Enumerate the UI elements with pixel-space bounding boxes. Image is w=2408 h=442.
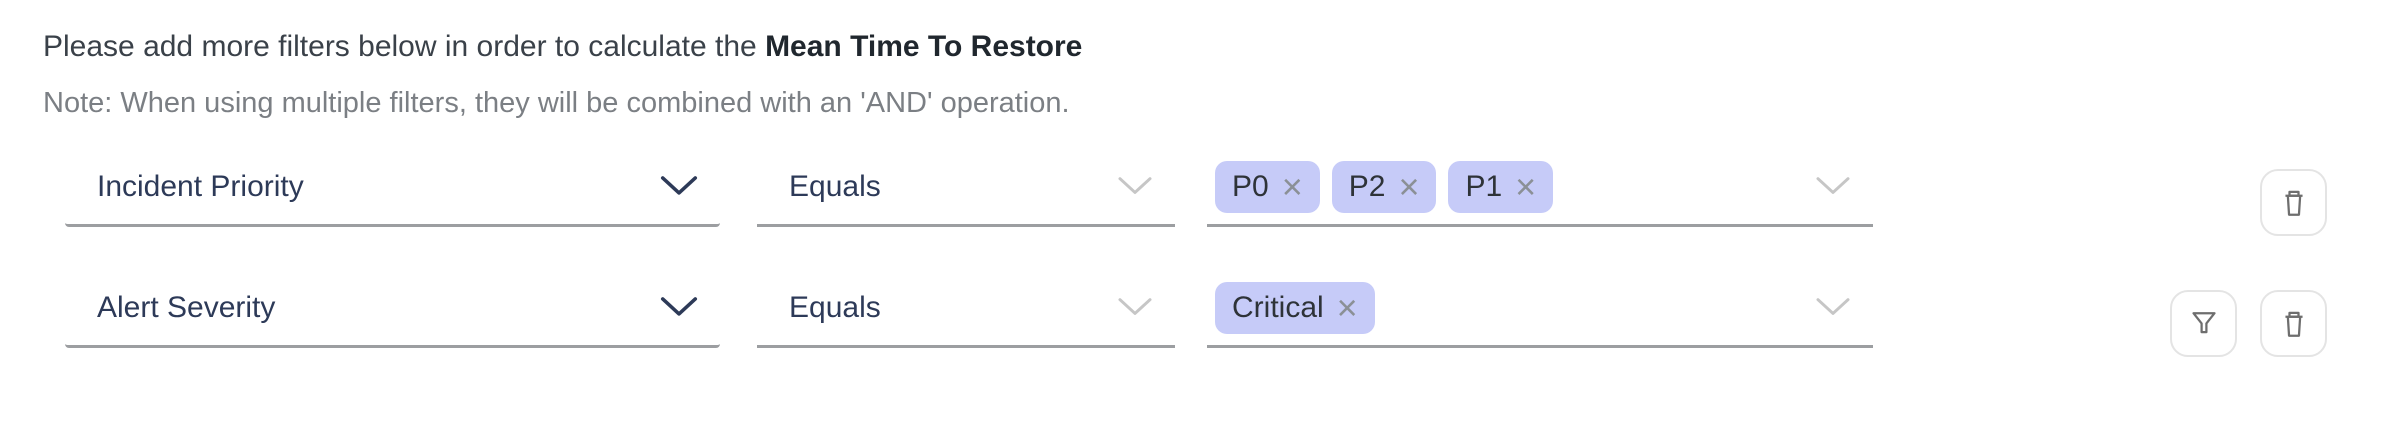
- apply-filter-button[interactable]: [2170, 290, 2237, 357]
- note-text: Note: When using multiple filters, they …: [43, 87, 1070, 119]
- selected-values: Critical ×: [1215, 281, 1375, 334]
- row-actions: [2260, 169, 2327, 236]
- remove-tag-icon[interactable]: ×: [1515, 165, 1537, 207]
- operator-select[interactable]: Equals: [757, 149, 1175, 227]
- value-tag: P0 ×: [1215, 160, 1320, 213]
- operator-select-value: Equals: [789, 169, 881, 203]
- delete-filter-button[interactable]: [2260, 290, 2327, 357]
- selected-values: P0 × P2 × P1 ×: [1215, 160, 1554, 213]
- chevron-down-icon: [660, 175, 698, 197]
- remove-tag-icon[interactable]: ×: [1398, 165, 1420, 207]
- row-actions: [2170, 290, 2327, 357]
- values-multiselect[interactable]: Critical ×: [1207, 270, 1873, 348]
- instruction-prefix: Please add more filters below in order t…: [43, 30, 766, 63]
- value-tag-label: P0: [1232, 169, 1269, 203]
- attribute-select[interactable]: Alert Severity: [65, 270, 720, 348]
- filter-list: Incident Priority Equals: [65, 149, 2408, 357]
- chevron-down-icon: [1815, 176, 1851, 196]
- filter-icon: [2186, 306, 2222, 342]
- value-tag: P1 ×: [1448, 160, 1554, 213]
- value-tag-label: P1: [1465, 169, 1503, 203]
- attribute-select-value: Incident Priority: [97, 169, 304, 203]
- value-tag: P2 ×: [1331, 160, 1437, 213]
- attribute-select[interactable]: Incident Priority: [65, 149, 720, 227]
- value-tag-label: Critical: [1232, 290, 1324, 324]
- attribute-select-value: Alert Severity: [97, 290, 276, 324]
- remove-tag-icon[interactable]: ×: [1281, 165, 1303, 207]
- trash-icon: [2276, 185, 2312, 221]
- metric-name: Mean Time To Restore: [765, 30, 1083, 63]
- chevron-down-icon: [660, 296, 698, 318]
- delete-filter-button[interactable]: [2260, 169, 2327, 236]
- value-tag-label: P2: [1348, 169, 1386, 203]
- filter-row: Incident Priority Equals: [65, 149, 2408, 236]
- chevron-down-icon: [1117, 176, 1153, 196]
- values-multiselect[interactable]: P0 × P2 × P1 ×: [1207, 149, 1873, 227]
- chevron-down-icon: [1117, 297, 1153, 317]
- value-tag: Critical ×: [1215, 281, 1375, 334]
- remove-tag-icon[interactable]: ×: [1336, 286, 1358, 328]
- filter-row: Alert Severity Equals Cr: [65, 270, 2408, 357]
- header: Please add more filters below in order t…: [0, 0, 2408, 123]
- trash-icon: [2276, 306, 2312, 342]
- chevron-down-icon: [1815, 297, 1851, 317]
- instruction-text: Please add more filters below in order t…: [43, 26, 2408, 68]
- operator-select-value: Equals: [789, 290, 881, 324]
- operator-select[interactable]: Equals: [757, 270, 1175, 348]
